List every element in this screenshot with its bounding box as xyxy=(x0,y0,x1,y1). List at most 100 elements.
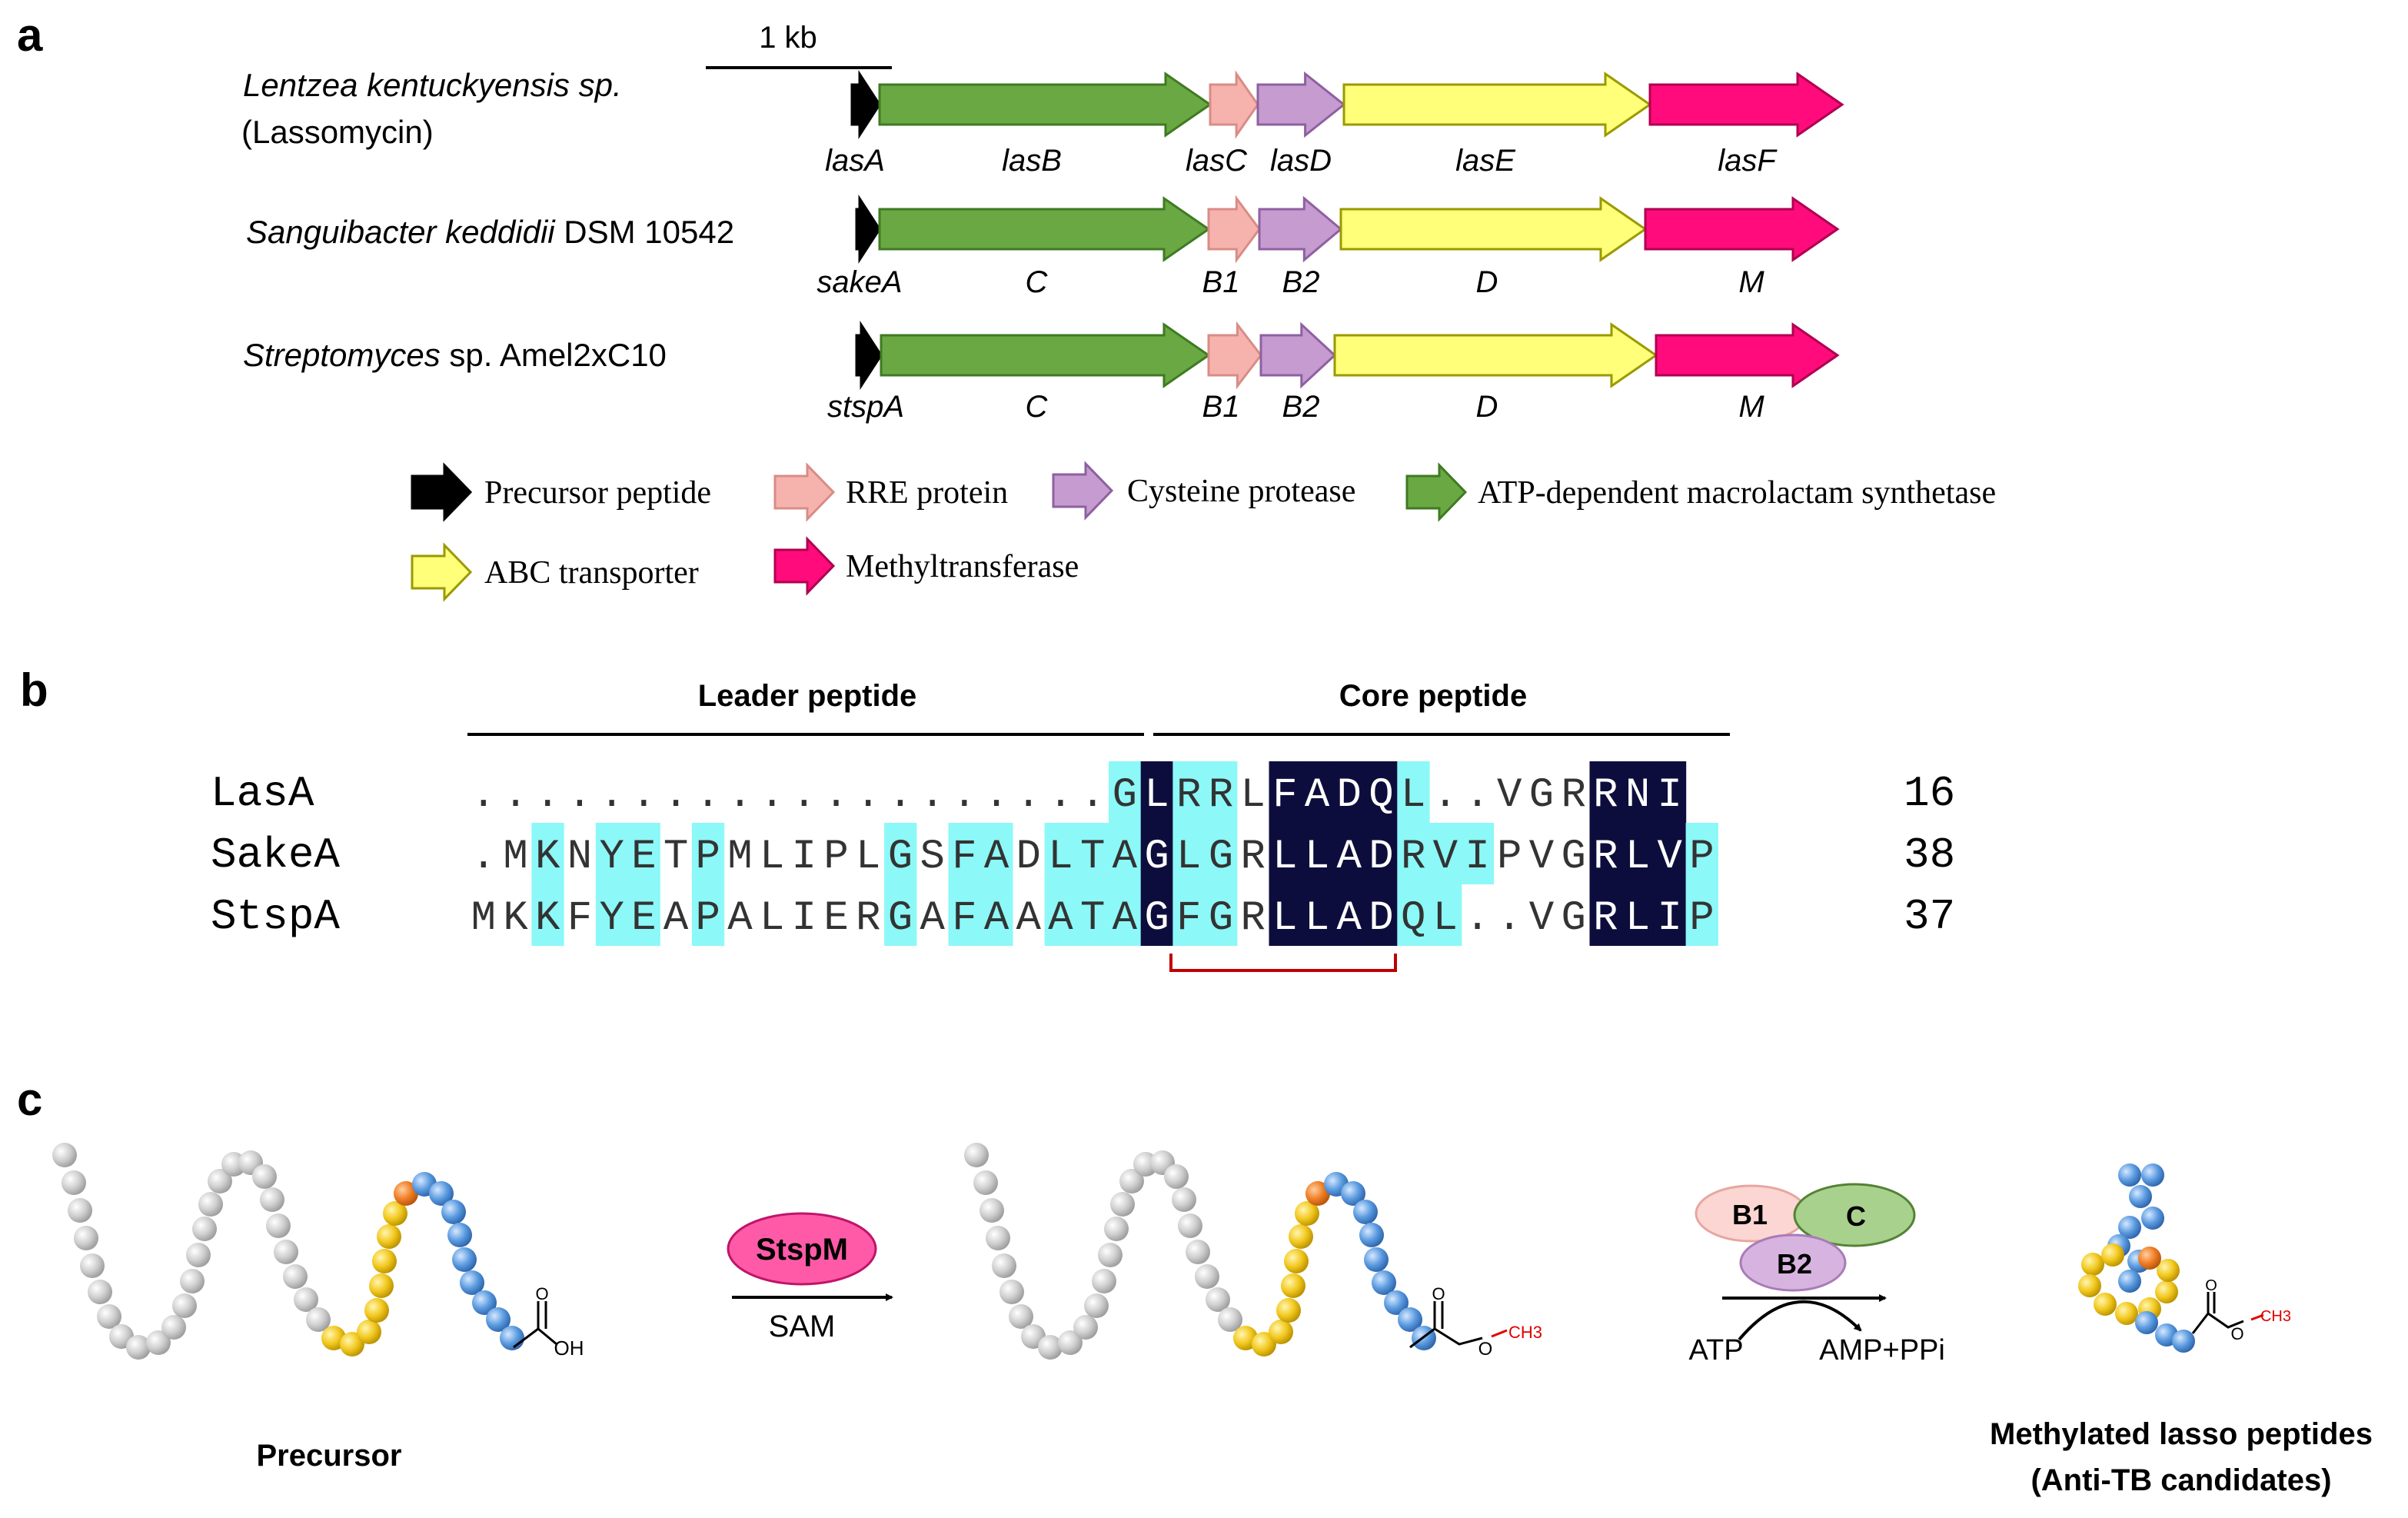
residue: L xyxy=(1272,834,1297,881)
lasso-bead-5 xyxy=(2118,1216,2141,1239)
gene-label-2-5: D xyxy=(1476,265,1498,299)
gene-arrow-1-3 xyxy=(1209,70,1259,139)
residue: . xyxy=(792,772,817,819)
residue: D xyxy=(1337,772,1362,819)
residue: S xyxy=(920,834,944,881)
panel-a: a 1 kb Lentzea kentuckyensis sp. (Lassom… xyxy=(17,9,1996,602)
residue: T xyxy=(1080,895,1105,942)
precursor-bead-12 xyxy=(172,1293,197,1318)
residue-highlight xyxy=(1076,884,1109,946)
methylated-bead-26 xyxy=(1218,1307,1242,1332)
ester-2-o: O xyxy=(2230,1324,2243,1343)
residue: G xyxy=(1529,772,1554,819)
precursor-bead-14 xyxy=(186,1243,211,1267)
residue-highlight xyxy=(1301,884,1334,946)
legend-label-3: Cysteine protease xyxy=(1127,474,1355,509)
residue: R xyxy=(1593,895,1618,942)
residue-highlight xyxy=(1365,823,1398,884)
residue: . xyxy=(920,772,944,819)
residue: A xyxy=(1337,895,1362,942)
residue: G xyxy=(1561,834,1585,881)
legend-label-2: RRE protein xyxy=(846,475,1008,511)
precursor-bead-11 xyxy=(161,1315,186,1340)
residue: E xyxy=(631,895,656,942)
methylated-bead-37 xyxy=(1341,1181,1365,1206)
precursor-bead-16 xyxy=(198,1192,223,1217)
precursor-bead-38 xyxy=(441,1200,466,1224)
methylated-bead-15 xyxy=(1104,1217,1129,1241)
legend-swatch-2 xyxy=(773,462,836,522)
residue: L xyxy=(1625,834,1650,881)
precursor-bead-37 xyxy=(429,1181,454,1206)
gene-label-1-6: lasF xyxy=(1718,144,1778,178)
residue: . xyxy=(856,772,880,819)
residue: F xyxy=(1176,895,1201,942)
precursor-bead-39 xyxy=(447,1223,472,1247)
carboxylic-acid: O OH xyxy=(513,1284,584,1360)
residue-highlight xyxy=(1332,823,1366,884)
methylated-bead-3 xyxy=(979,1198,1004,1223)
scale-bar-label: 1 kb xyxy=(759,21,817,55)
lasso-bead-1 xyxy=(2118,1163,2141,1187)
residue-highlight xyxy=(1332,761,1366,823)
residue-highlight xyxy=(627,884,660,946)
b2-label: B2 xyxy=(1777,1248,1812,1280)
residue: K xyxy=(535,834,560,881)
residue: I xyxy=(1658,895,1682,942)
methylated-bead-30 xyxy=(1276,1298,1301,1323)
methylated-bead-6 xyxy=(999,1280,1024,1304)
residue: L xyxy=(1144,772,1169,819)
methyl-ester-1: O O CH3 xyxy=(1409,1284,1542,1360)
lasso-bead-11 xyxy=(2115,1302,2138,1325)
residue: R xyxy=(1240,895,1265,942)
legend-swatch-4 xyxy=(1405,462,1468,522)
residue: A xyxy=(1016,895,1042,942)
core-peptide-label: Core peptide xyxy=(1339,679,1527,713)
residue: L xyxy=(1176,834,1201,881)
gene-arrow-2-3 xyxy=(1207,195,1261,264)
panel-b-label: b xyxy=(20,664,48,716)
residue: P xyxy=(823,834,848,881)
gene-label-1-1: lasA xyxy=(825,144,885,178)
residue: R xyxy=(1209,772,1233,819)
residue: . xyxy=(1497,895,1522,942)
residue: K xyxy=(535,895,560,942)
amp-ppi-label: AMP+PPi xyxy=(1819,1334,1945,1367)
residue-highlight xyxy=(1109,761,1142,823)
residue: . xyxy=(471,834,496,881)
precursor-bead-13 xyxy=(180,1269,205,1293)
residue: P xyxy=(1497,834,1522,881)
gene-label-3-6: M xyxy=(1738,390,1764,424)
residue-highlight xyxy=(1653,761,1687,823)
gene-label-3-3: B1 xyxy=(1202,390,1240,424)
methylated-bead-10 xyxy=(1058,1330,1083,1355)
panel-a-label: a xyxy=(17,9,43,61)
residue: L xyxy=(1305,834,1329,881)
precursor-bead-7 xyxy=(97,1304,121,1329)
residue: K xyxy=(503,895,528,942)
legend-label-4: ATP-dependent macrolactam synthetase xyxy=(1478,475,1996,511)
methylated-bead-39 xyxy=(1359,1223,1384,1247)
precursor-bead-30 xyxy=(364,1298,389,1323)
residue-highlight xyxy=(1365,761,1398,823)
residue-highlight xyxy=(1429,884,1462,946)
residue: F xyxy=(952,895,976,942)
residue: V xyxy=(1497,772,1522,819)
residue-highlight xyxy=(1109,823,1142,884)
residue: T xyxy=(1080,834,1105,881)
residue: R xyxy=(856,895,880,942)
residue: F xyxy=(567,895,592,942)
precursor-bead-34 xyxy=(383,1201,407,1226)
residue-highlight xyxy=(1140,884,1173,946)
stspm-label: StspM xyxy=(756,1233,848,1267)
gene-arrow-3-4 xyxy=(1259,321,1337,389)
seq-name-1: LasA xyxy=(211,769,314,818)
residue: L xyxy=(856,834,880,881)
precursor-bead-26 xyxy=(306,1307,331,1332)
methylated-bead-9 xyxy=(1038,1335,1063,1360)
residue: G xyxy=(1144,895,1169,942)
precursor-bead-25 xyxy=(294,1287,318,1312)
product-label-line2: (Anti-TB candidates) xyxy=(2031,1463,2331,1497)
c-label: C xyxy=(1846,1200,1866,1232)
